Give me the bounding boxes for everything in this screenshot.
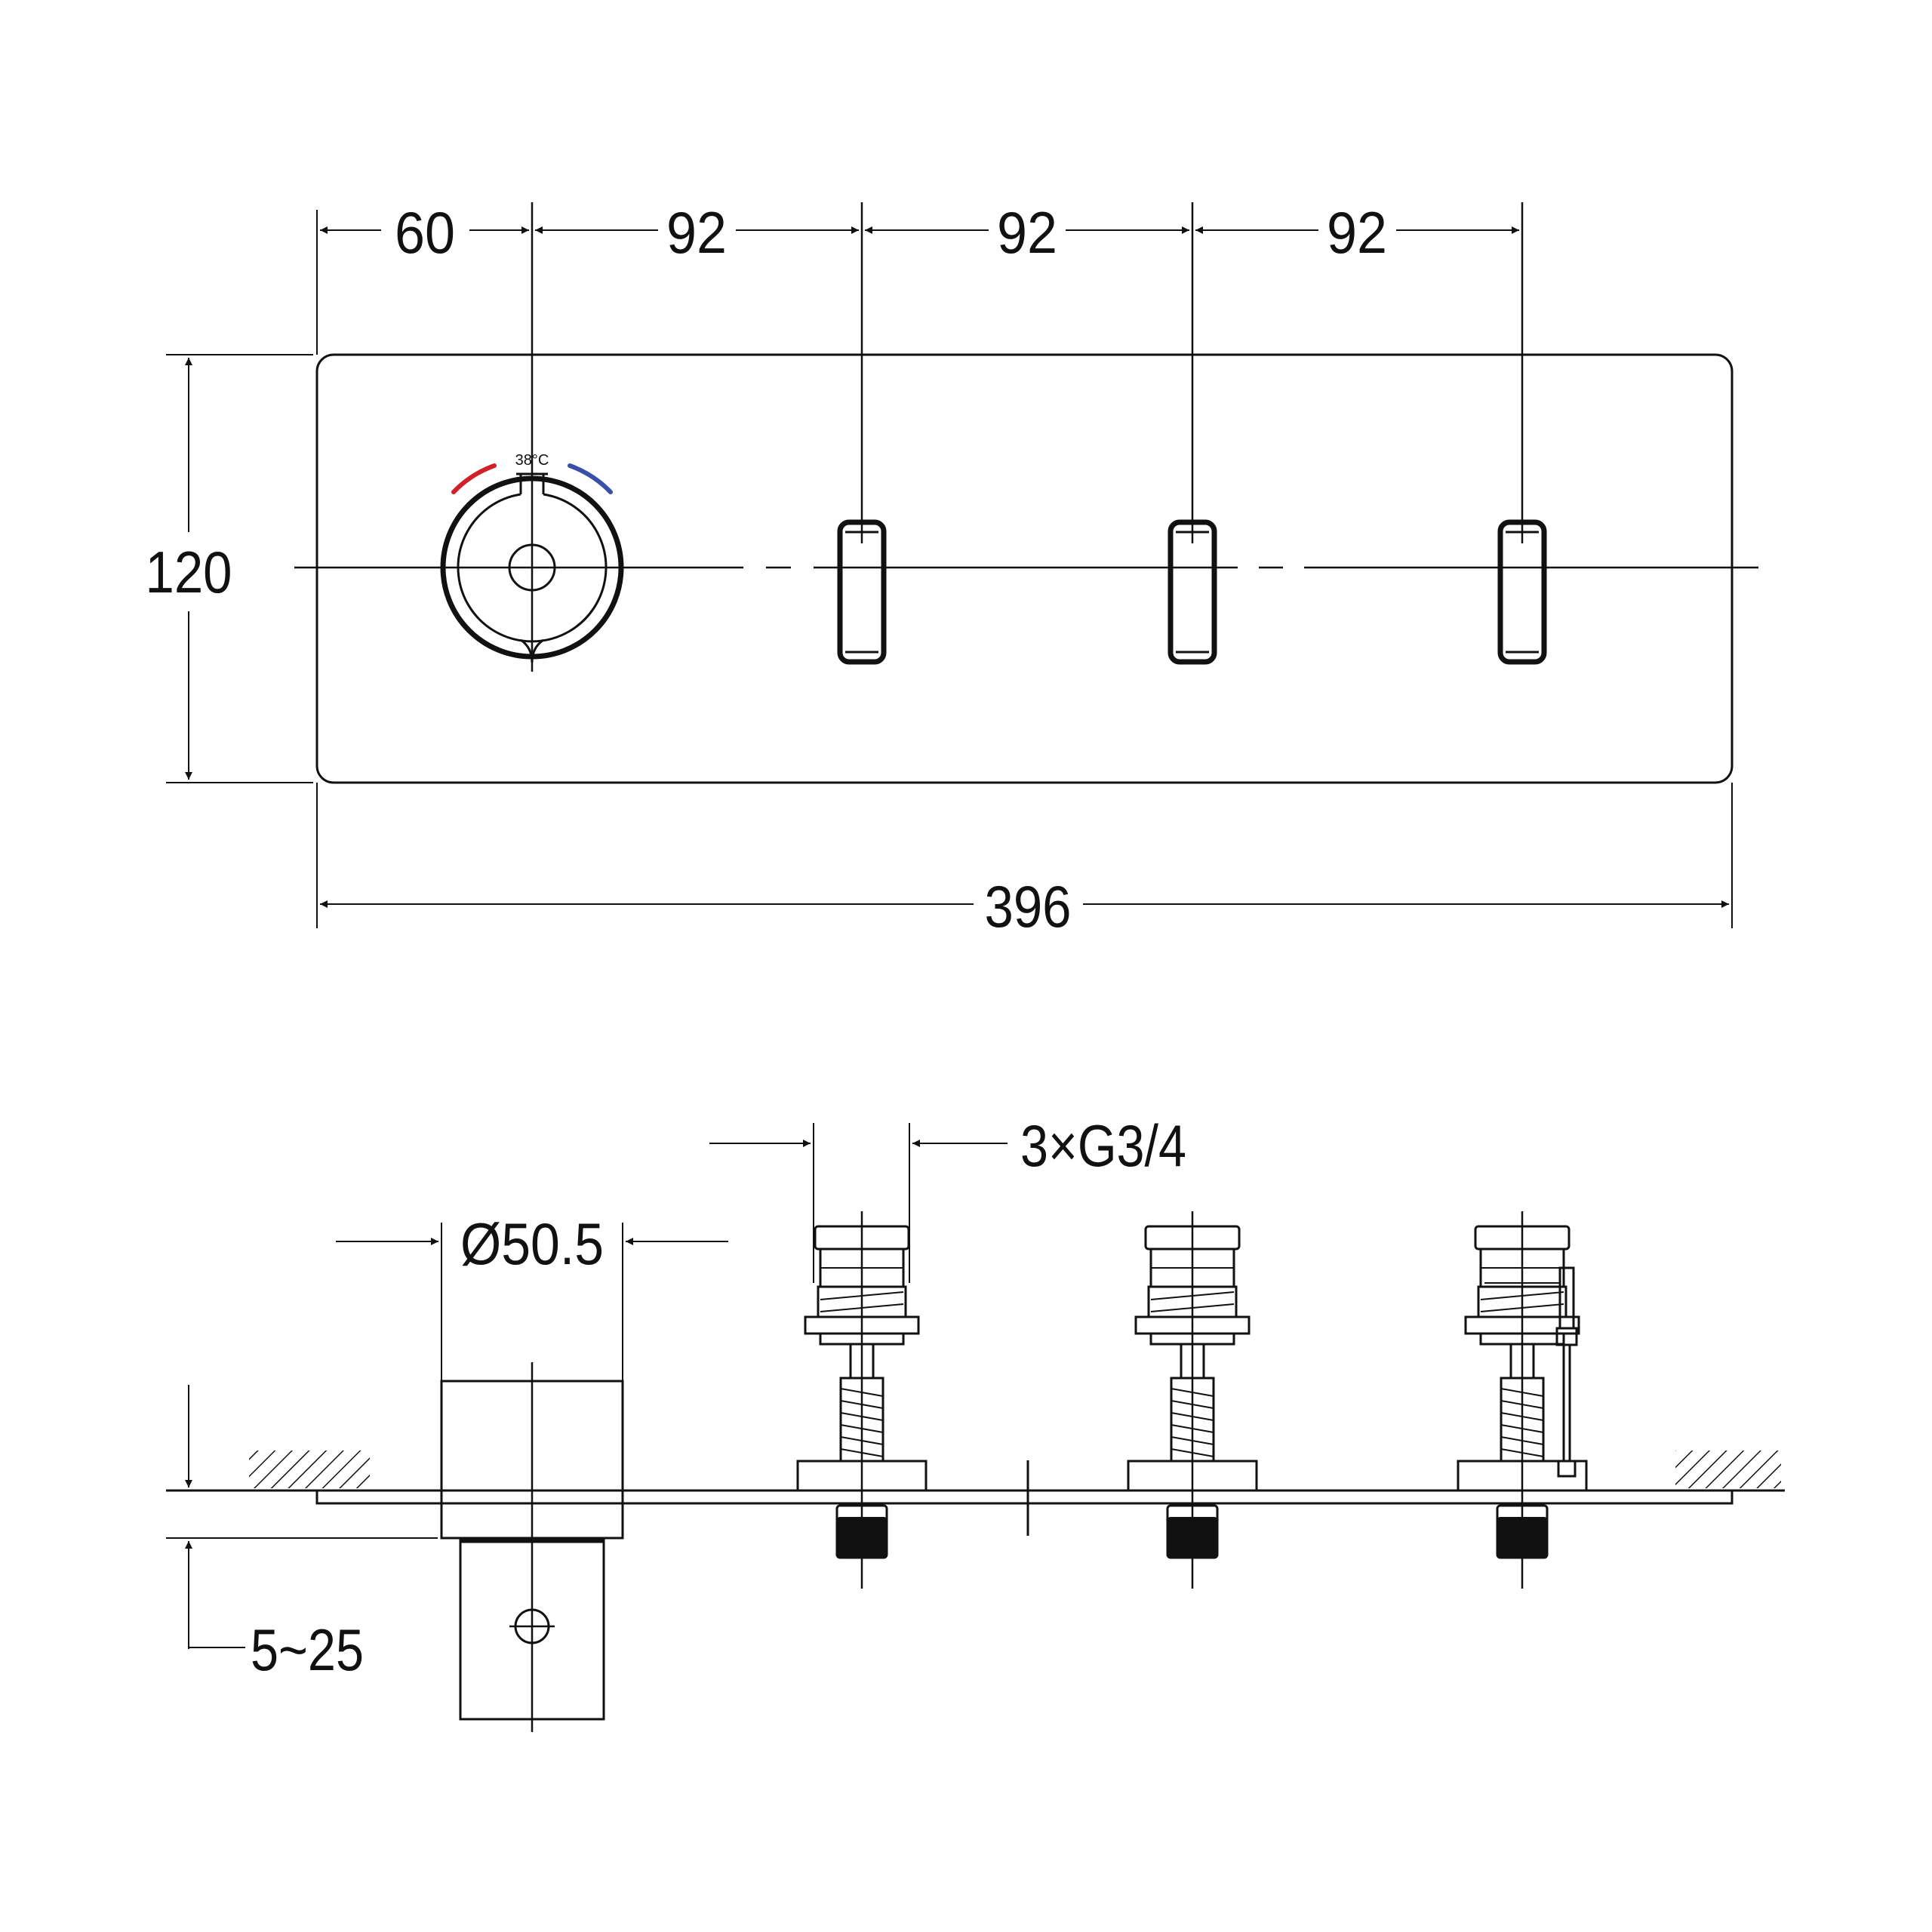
overall-width-dimension: 396 [316,783,1733,940]
dimension-pitch-1: 92 [666,199,727,266]
cover-plate [315,353,1734,784]
dimension-offset-left: 60 [395,199,455,266]
height-dimension: 120 [146,354,313,783]
valve-cartridge-1 [796,1211,928,1589]
dimension-height: 120 [146,539,232,605]
valve-cartridge-2 [1127,1211,1258,1589]
temperature-label: 38°C [515,452,549,469]
diverter-button-2 [1168,519,1217,665]
diverter-button-3 [1497,519,1547,665]
dimension-wall-depth: 5~25 [251,1617,364,1683]
knob-body-side [440,1362,624,1732]
front-view: 60 92 92 92 120 [146,199,1758,940]
cover-plate-profile [315,1489,1734,1505]
dimension-thread-spec: 3×G3/4 [1020,1112,1186,1179]
wall-depth-dimension: 5~25 [166,1385,438,1683]
dimension-pitch-2: 92 [997,199,1057,266]
valve-cartridge-3 [1457,1211,1588,1589]
side-view: 3×G3/4 Ø50.5 5~25 [166,1112,1785,1732]
diameter-dimension: Ø50.5 [336,1211,728,1404]
cold-indicator-arc [568,463,613,494]
top-dimension-chain: 60 92 92 92 [316,199,1524,672]
dimension-diameter: Ø50.5 [460,1211,604,1277]
dimension-pitch-3: 92 [1327,199,1387,266]
diverter-button-1 [837,519,887,665]
dimension-overall-width: 396 [985,873,1072,940]
thermostat-knob: 38°C [440,452,624,663]
thread-spec-dimension: 3×G3/4 [709,1112,1186,1283]
hot-indicator-arc [451,463,497,494]
